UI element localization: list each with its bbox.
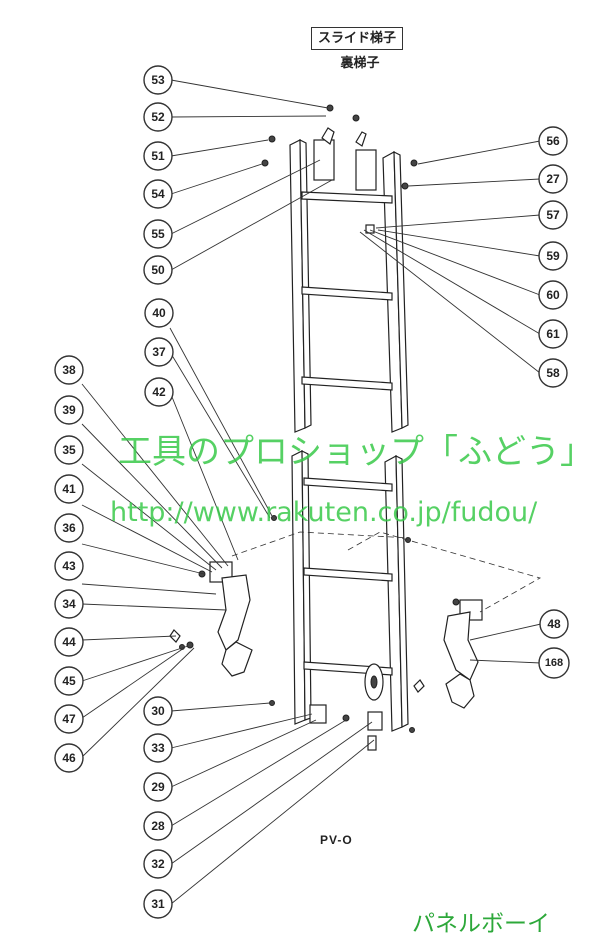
assembly-guide-lines (231, 531, 542, 613)
callout-label: 55 (151, 227, 165, 241)
right-hook-assembly (405, 537, 483, 709)
callout-label: 51 (151, 149, 165, 163)
callout-label: 29 (151, 780, 165, 794)
callout-58: 58 (538, 358, 568, 388)
leader-lines (81, 79, 542, 905)
model-label: PV-O (320, 833, 353, 847)
lower-ladder-section (269, 450, 415, 751)
callout-label: 36 (62, 521, 76, 535)
callout-52: 52 (143, 102, 173, 132)
callout-39: 39 (54, 395, 84, 425)
callout-label: 27 (546, 172, 560, 186)
callout-label: 168 (545, 657, 563, 669)
callout-label: 54 (151, 187, 165, 201)
callout-57: 57 (538, 200, 568, 230)
callout-59: 59 (538, 241, 568, 271)
callout-label: 43 (62, 559, 76, 573)
callout-38: 38 (54, 355, 84, 385)
callout-label: 35 (62, 443, 76, 457)
callout-44: 44 (54, 627, 84, 657)
watermark-url: http://www.rakuten.co.jp/fudou/ (110, 497, 538, 528)
callout-41: 41 (54, 474, 84, 504)
callout-label: 52 (151, 110, 165, 124)
callout-37: 37 (144, 337, 174, 367)
callout-label: 40 (152, 306, 166, 320)
callout-label: 58 (546, 366, 560, 380)
brand-name: パネルボーイ (412, 911, 550, 937)
callout-label: 41 (62, 482, 76, 496)
callout-43: 43 (54, 551, 84, 581)
callout-label: 48 (547, 617, 561, 631)
callout-label: 42 (152, 385, 166, 399)
diagram-subtitle: 裏梯子 (340, 55, 380, 70)
callout-54: 54 (143, 179, 173, 209)
callout-label: 28 (151, 819, 165, 833)
callout-label: 38 (62, 363, 76, 377)
callout-label: 32 (151, 857, 165, 871)
callout-label: 53 (151, 73, 165, 87)
callout-53: 53 (143, 65, 173, 95)
callout-51: 51 (143, 141, 173, 171)
callout-label: 45 (62, 674, 76, 688)
callout-label: 61 (546, 327, 560, 341)
callout-label: 46 (62, 751, 76, 765)
callout-50: 50 (143, 255, 173, 285)
callout-30: 30 (143, 696, 173, 726)
callout-label: 31 (151, 897, 165, 911)
callout-35: 35 (54, 435, 84, 465)
callout-33: 33 (143, 733, 173, 763)
upper-ladder-section (261, 104, 418, 433)
callout-34: 34 (54, 589, 84, 619)
callout-29: 29 (143, 772, 173, 802)
callout-46: 46 (54, 743, 84, 773)
left-hook-assembly (169, 515, 277, 677)
callout-48: 48 (539, 609, 569, 639)
callout-label: 57 (546, 208, 560, 222)
callout-label: 34 (62, 597, 76, 611)
callout-label: 60 (546, 288, 560, 302)
callout-27: 27 (538, 164, 568, 194)
callout-168: 168 (538, 647, 570, 679)
callout-42: 42 (144, 377, 174, 407)
callout-label: 50 (151, 263, 165, 277)
callout-label: 39 (62, 403, 76, 417)
callout-56: 56 (538, 126, 568, 156)
callout-40: 40 (144, 298, 174, 328)
diagram-title: スライド梯子 (311, 27, 403, 50)
callout-60: 60 (538, 280, 568, 310)
callout-31: 31 (143, 889, 173, 919)
callout-28: 28 (143, 811, 173, 841)
callout-55: 55 (143, 219, 173, 249)
callout-label: 59 (546, 249, 560, 263)
callout-label: 44 (62, 635, 76, 649)
callout-61: 61 (538, 319, 568, 349)
callout-45: 45 (54, 666, 84, 696)
callout-label: 30 (151, 704, 165, 718)
callout-label: 56 (546, 134, 560, 148)
watermark-shop-name: 工具のプロショップ「ふどう」 (118, 432, 594, 472)
callout-32: 32 (143, 849, 173, 879)
callout-47: 47 (54, 704, 84, 734)
callout-label: 33 (151, 741, 165, 755)
callout-label: 47 (62, 712, 76, 726)
callout-label: 37 (152, 345, 166, 359)
callout-36: 36 (54, 513, 84, 543)
